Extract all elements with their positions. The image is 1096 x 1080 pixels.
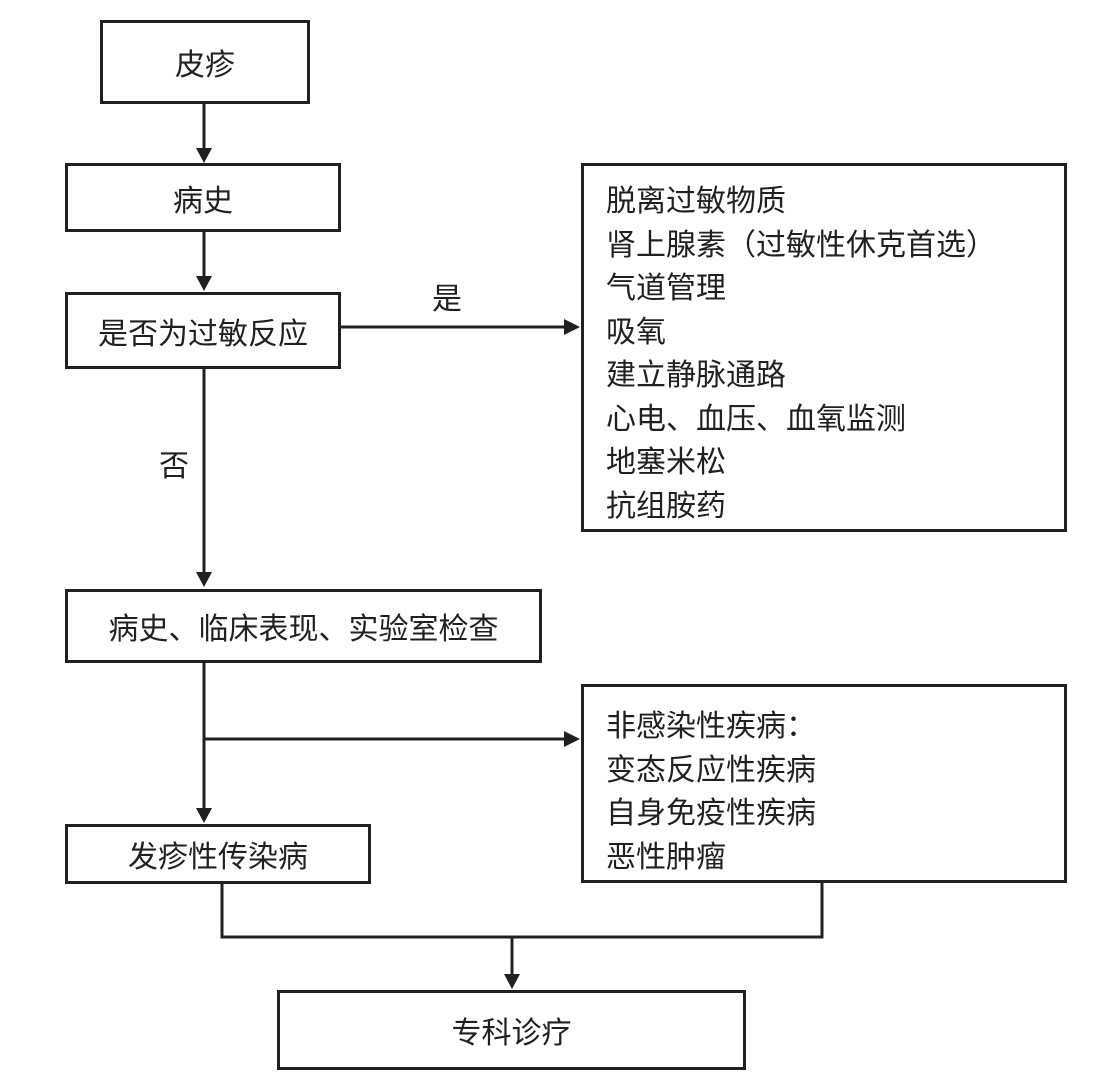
node-specialist: 专科诊疗	[277, 990, 746, 1070]
node-rash-label: 皮疹	[175, 48, 235, 83]
treatment-item: 吸氧	[606, 314, 666, 350]
treatment-item: 气道管理	[606, 271, 726, 306]
arrowhead-workup	[196, 572, 212, 587]
node-allergy-treatment: 脱离过敏物质 肾上腺素（过敏性休克首选） 气道管理 吸氧 建立静脉通路 心电、血…	[581, 163, 1067, 532]
edge-label-no: 否	[159, 449, 189, 484]
arrowhead-infectious	[196, 808, 212, 823]
treatment-item: 地塞米松	[606, 445, 726, 480]
node-allergy-question-label: 是否为过敏反应	[98, 316, 308, 352]
arrowhead-treatment	[564, 319, 580, 335]
edge-label-yes: 是	[432, 282, 462, 317]
node-specialist-label: 专科诊疗	[451, 1016, 572, 1051]
node-allergy-question: 是否为过敏反应	[65, 292, 341, 369]
node-workup-label: 病史、临床表现、实验室检查	[108, 612, 499, 647]
node-non-infectious: 非感染性疾病： 变态反应性疾病 自身免疫性疾病 恶性肿瘤	[581, 684, 1067, 883]
non-infectious-item: 自身免疫性疾病	[606, 796, 816, 831]
non-infectious-item: 恶性肿瘤	[606, 839, 726, 875]
arrowhead-question	[196, 276, 212, 291]
edge-merge-to-specialist	[220, 882, 824, 939]
treatment-item: 脱离过敏物质	[606, 184, 786, 219]
treatment-item: 肾上腺素（过敏性休克首选）	[606, 227, 996, 263]
node-history-label: 病史	[173, 183, 233, 219]
node-workup: 病史、临床表现、实验室检查	[65, 589, 542, 663]
treatment-item: 心电、血压、血氧监测	[606, 401, 906, 437]
node-infectious-rash: 发疹性传染病	[65, 824, 371, 884]
arrowhead-history	[196, 148, 212, 163]
node-history: 病史	[65, 163, 341, 232]
arrowhead-specialist	[504, 974, 520, 989]
arrowhead-noninfectious	[564, 731, 580, 747]
non-infectious-item: 非感染性疾病：	[606, 709, 816, 744]
node-rash: 皮疹	[100, 20, 310, 104]
treatment-item: 建立静脉通路	[606, 358, 786, 393]
non-infectious-item: 变态反应性疾病	[606, 752, 816, 788]
treatment-item: 抗组胺药	[606, 488, 726, 524]
node-infectious-rash-label: 发疹性传染病	[128, 840, 308, 875]
